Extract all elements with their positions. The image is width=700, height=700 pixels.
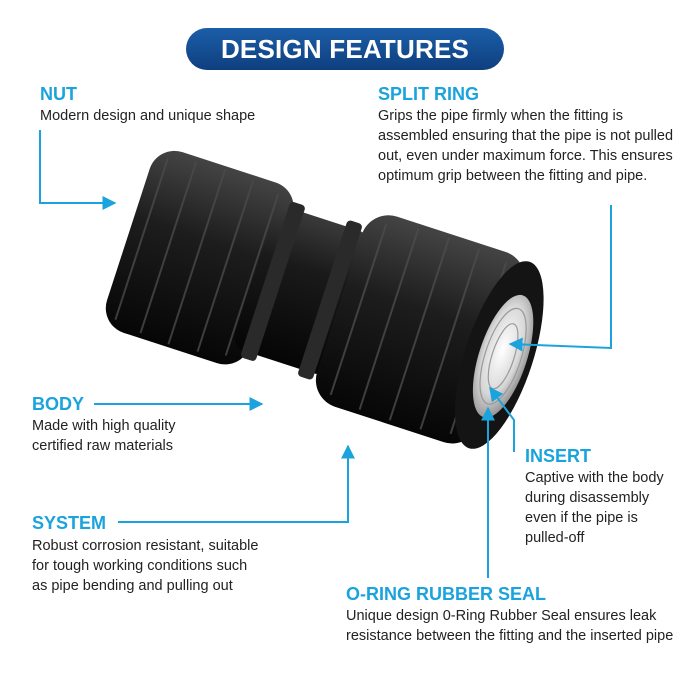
body-label: BODY xyxy=(32,394,85,414)
insert-description: Captive with the body during disassembly… xyxy=(525,468,664,548)
system-label: SYSTEM xyxy=(32,513,107,533)
split-ring-description: Grips the pipe firmly when the fitting i… xyxy=(378,106,673,186)
insert-label: INSERT xyxy=(525,446,592,466)
system-description: Robust corrosion resistant, suitable for… xyxy=(32,536,258,596)
split-ring-label: SPLIT RING xyxy=(378,84,480,104)
system-desc-line: as pipe bending and pulling out xyxy=(32,578,233,594)
split-ring-leader xyxy=(508,205,612,352)
split-ring-desc-line: optimum grip between the fitting and pip… xyxy=(378,168,648,184)
oring-description: Unique design 0-Ring Rubber Seal ensures… xyxy=(346,606,673,646)
page-title: DESIGN FEATURES xyxy=(186,28,504,70)
split-ring-desc-line: assembled ensuring that the pipe is not … xyxy=(378,128,674,144)
insert-desc-line: during disassembly xyxy=(525,490,650,506)
pipe-fitting xyxy=(105,150,544,449)
system-leader xyxy=(118,444,355,523)
oring-desc-line: resistance between the fitting and the i… xyxy=(346,628,674,644)
nut-leader xyxy=(39,130,117,210)
nut-description: Modern design and unique shape xyxy=(40,106,255,126)
insert-desc-line: Captive with the body xyxy=(525,470,664,486)
insert-desc-line: pulled-off xyxy=(525,530,585,546)
body-desc-line: certified raw materials xyxy=(32,438,174,454)
nut-desc-line: Modern design and unique shape xyxy=(40,108,256,124)
system-desc-line: Robust corrosion resistant, suitable xyxy=(32,538,259,554)
split-ring-desc-line: Grips the pipe firmly when the fitting i… xyxy=(378,108,623,124)
oring-label: O-RING RUBBER SEAL xyxy=(346,584,547,604)
body-description: Made with high quality certified raw mat… xyxy=(32,416,175,456)
oring-desc-line: Unique design 0-Ring Rubber Seal ensures… xyxy=(346,608,657,624)
insert-leader xyxy=(489,386,515,452)
insert-desc-line: even if the pipe is xyxy=(525,510,638,526)
split-ring-desc-line: out, even under maximum force. This ensu… xyxy=(378,148,673,164)
nut-label: NUT xyxy=(40,84,77,104)
bore xyxy=(472,294,534,418)
system-desc-line: for tough working conditions such xyxy=(32,558,248,574)
body-desc-line: Made with high quality xyxy=(32,418,176,434)
